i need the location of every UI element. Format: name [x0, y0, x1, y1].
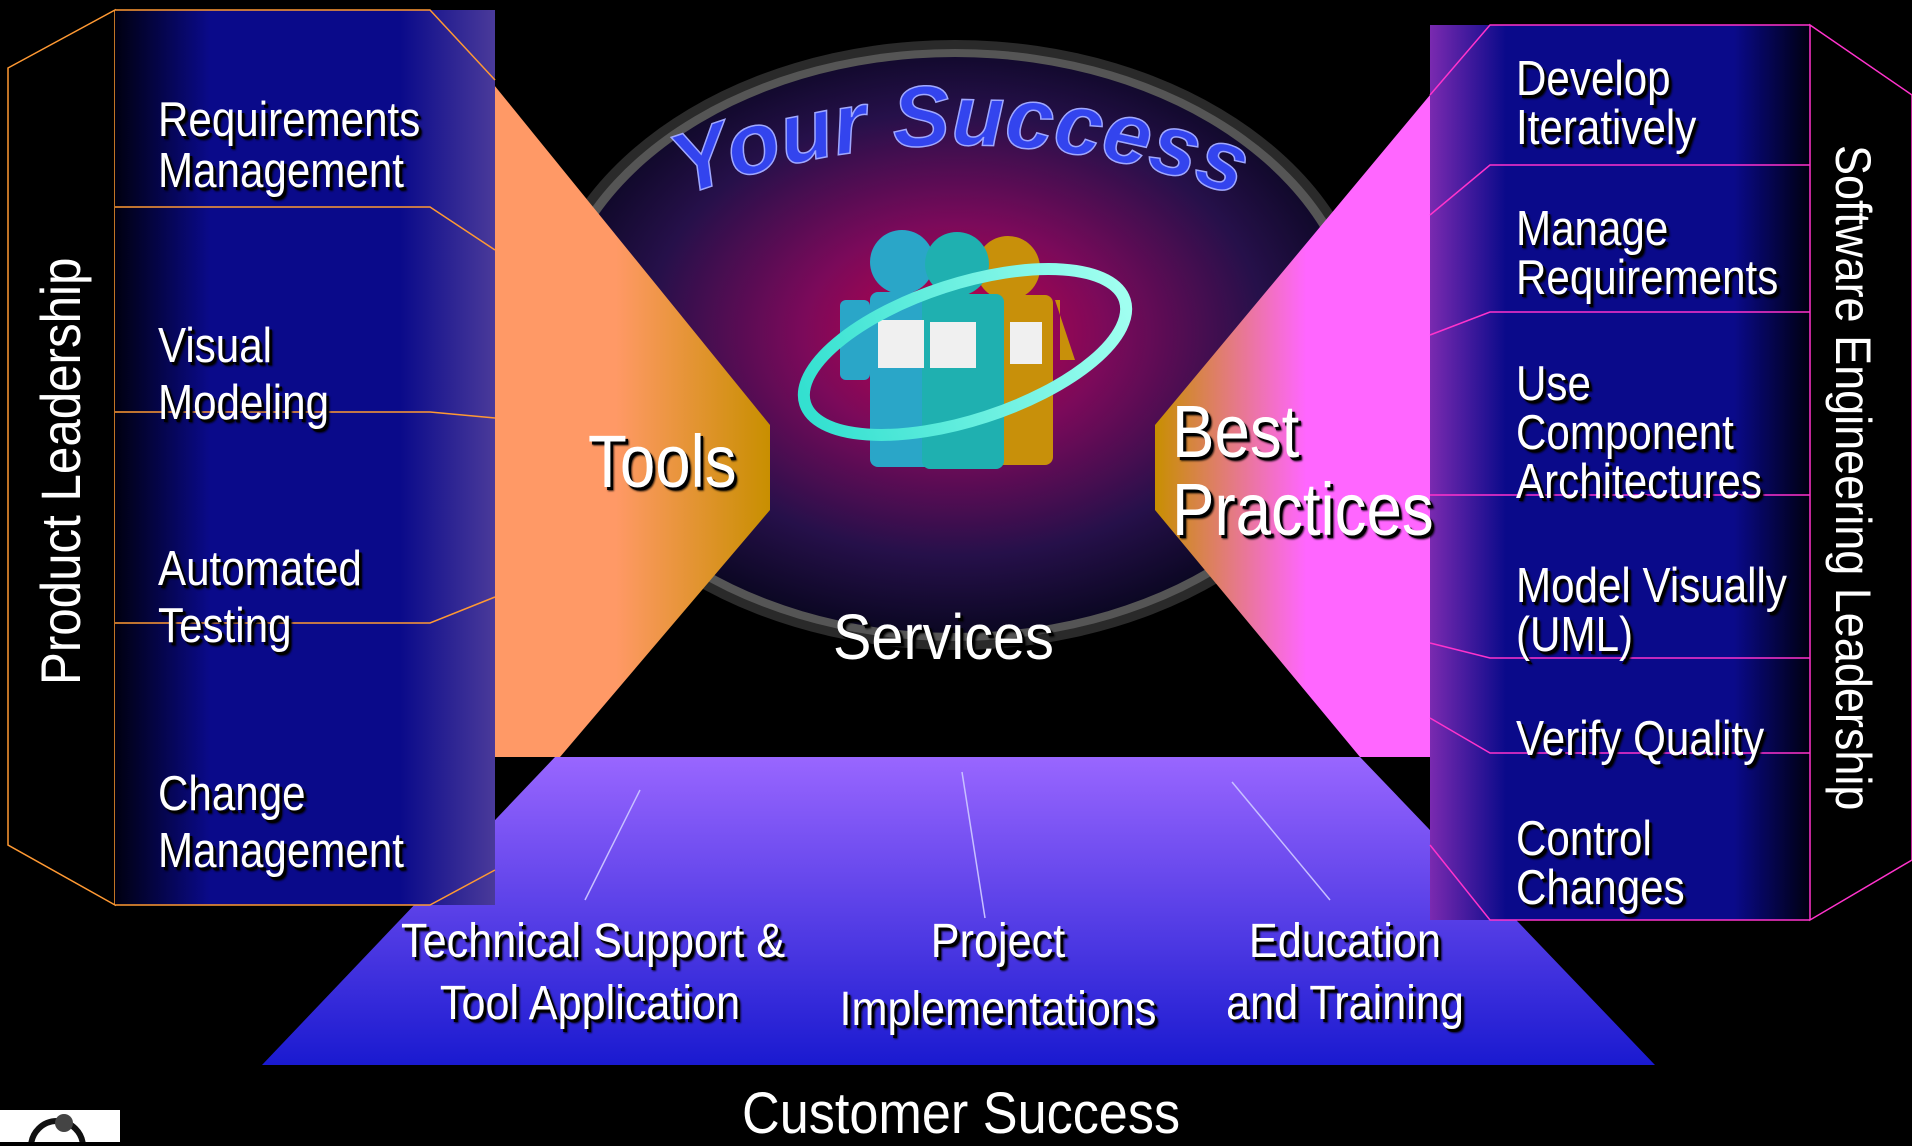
- product-leadership-label: Product Leadership: [29, 257, 92, 685]
- services-label: Services: [833, 601, 1054, 673]
- tools-wedge: [490, 80, 770, 757]
- services-connectors: [584, 771, 1331, 919]
- customer-success-label: Customer Success: [742, 1081, 1181, 1146]
- team-figures-icon: [797, 230, 1133, 469]
- tools-label: Tools: [588, 420, 737, 503]
- right-item-verify-quality: Verify Quality: [1516, 712, 1765, 766]
- right-item-model-visually: Model Visually(UML): [1516, 559, 1787, 662]
- software-engineering-leadership-label: Software Engineering Leadership: [1825, 145, 1881, 811]
- bottom-item-technical-support: Technical Support &Tool Application: [401, 915, 786, 1030]
- services-base: [262, 757, 1655, 1065]
- left-panel: [7, 8, 496, 907]
- right-panel: [1429, 23, 1912, 922]
- corner-logo-icon: [0, 1110, 120, 1142]
- best-practices-wedge: [1155, 95, 1430, 757]
